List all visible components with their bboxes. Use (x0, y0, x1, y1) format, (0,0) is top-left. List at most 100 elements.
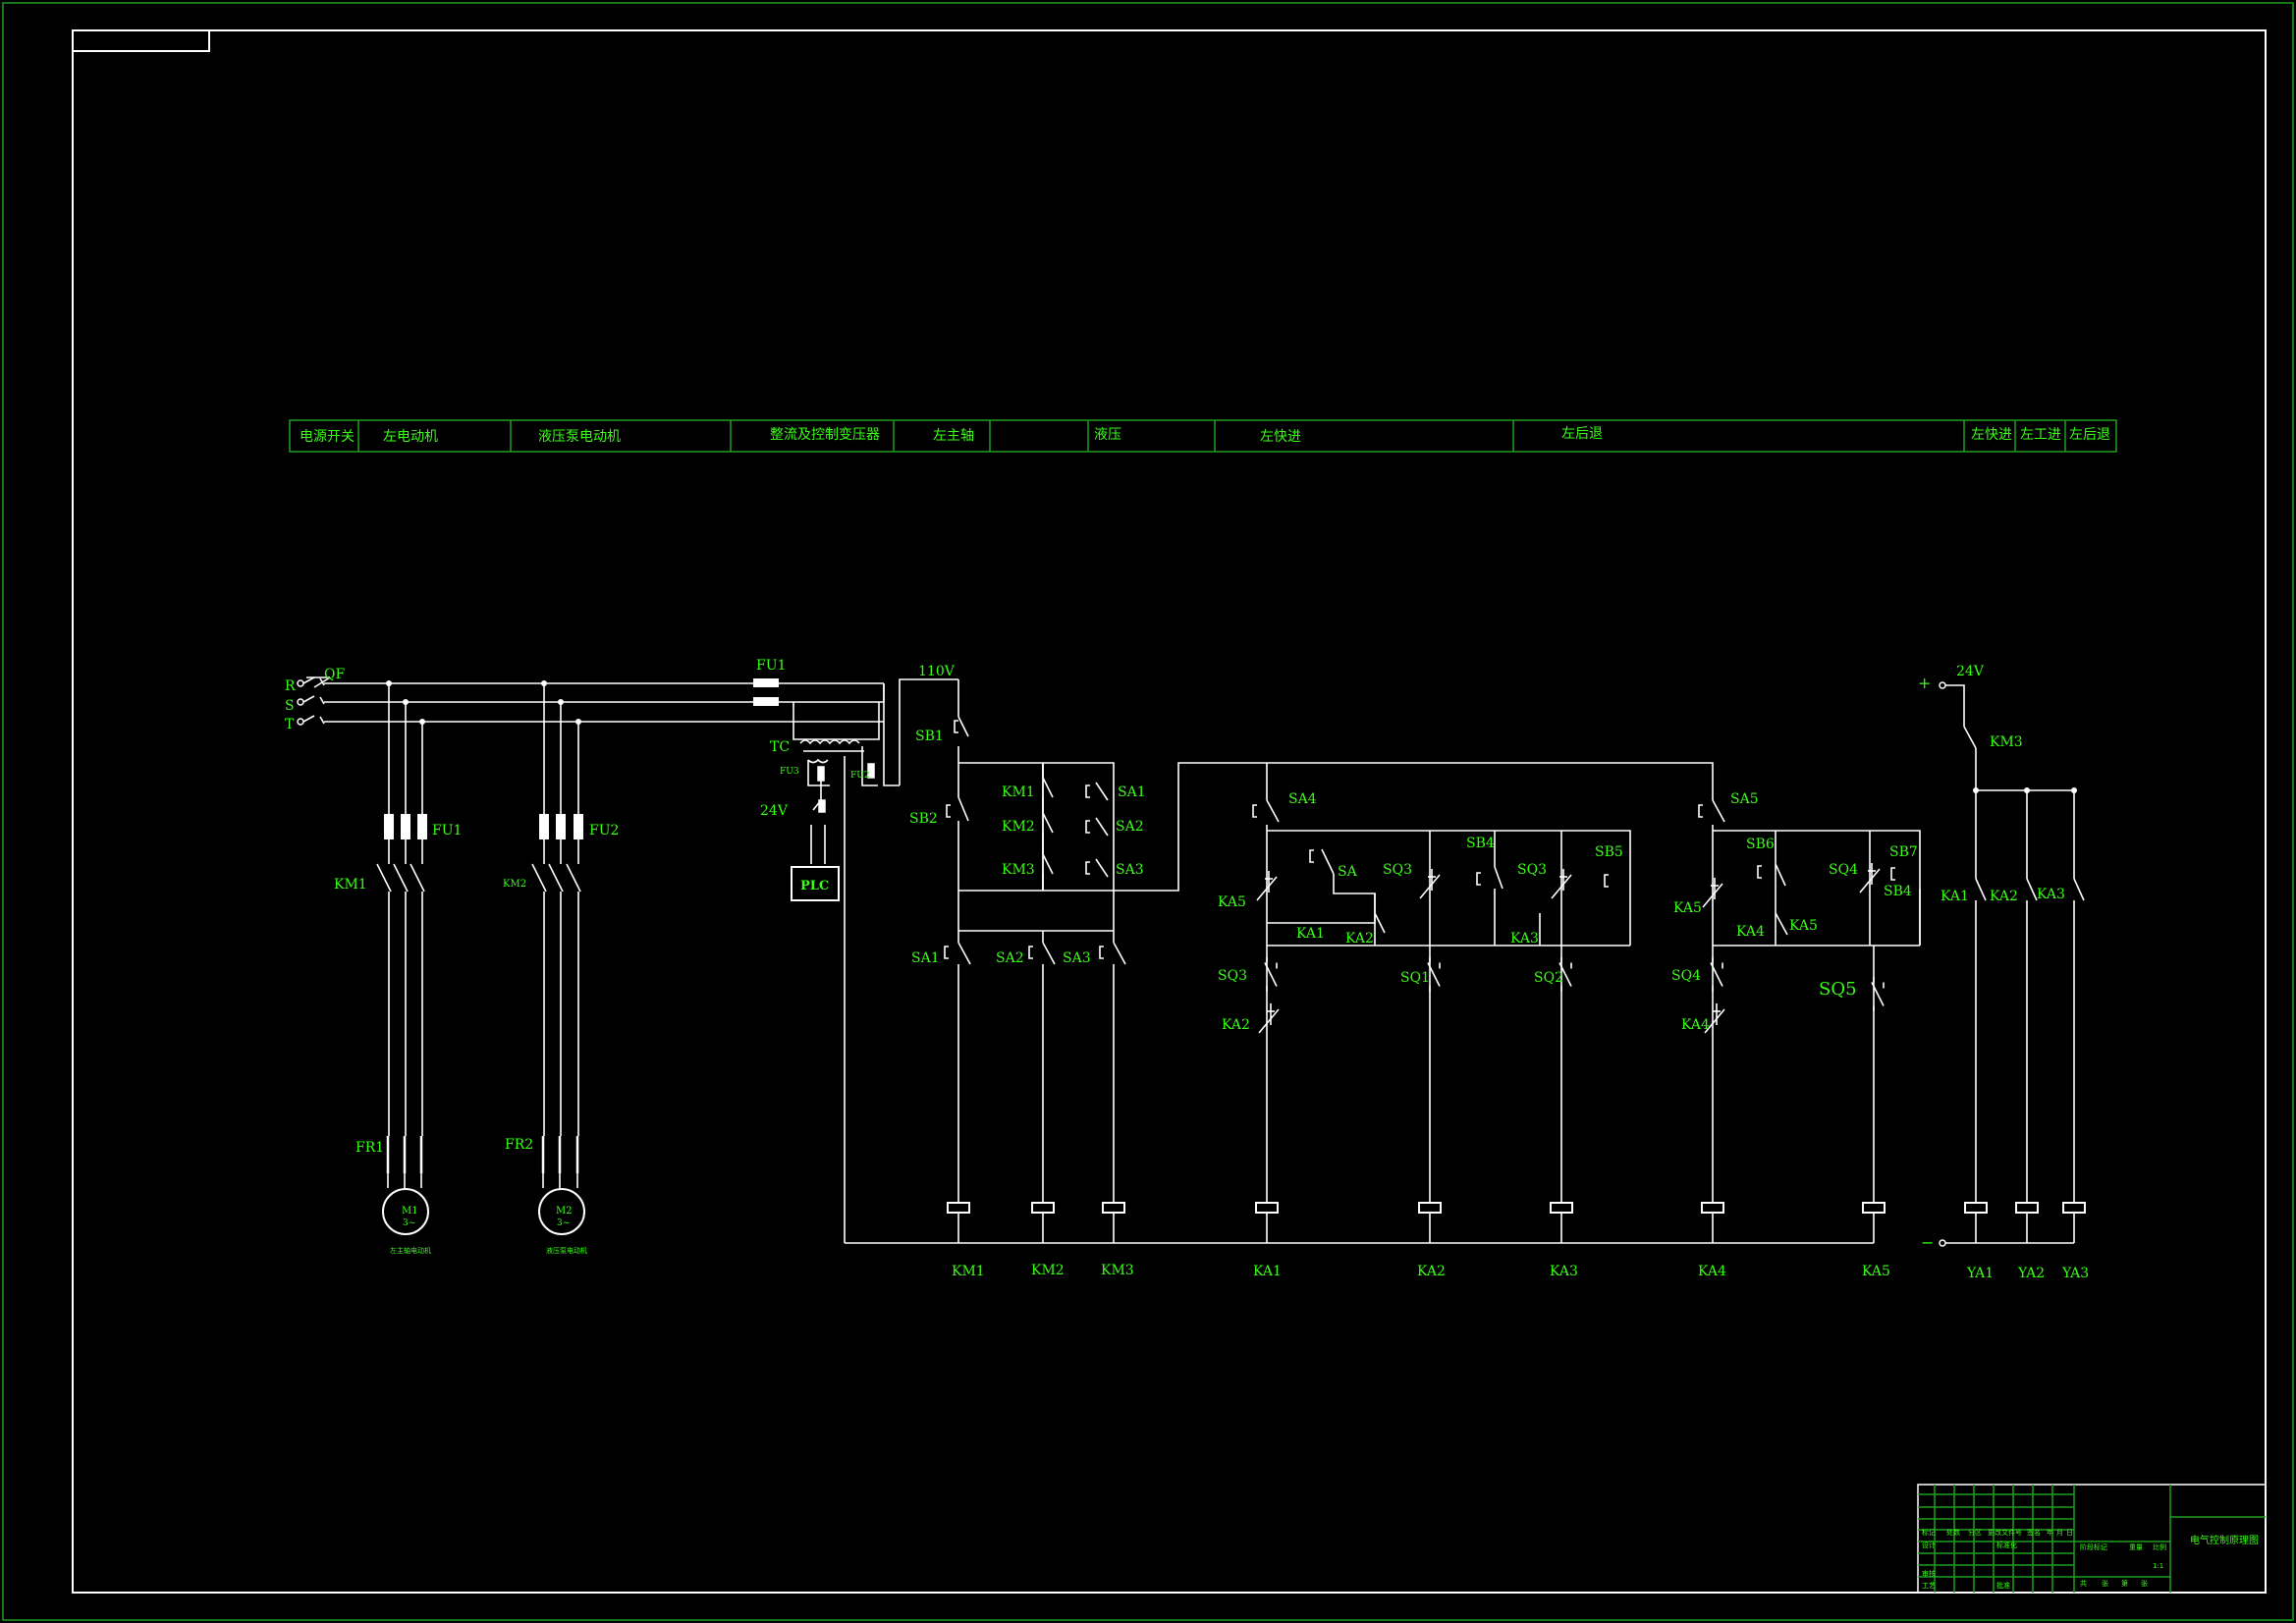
sb4-blade (1494, 866, 1503, 890)
contactor-blade (548, 863, 564, 893)
contactor-blade (531, 863, 547, 893)
sa5-label: SA5 (1730, 791, 1759, 807)
hold-blade-0 (1042, 777, 1054, 798)
phase-t-label: T (285, 717, 295, 732)
tb-col-zone: 分区 (1968, 1528, 1982, 1537)
coil-7 (1862, 1202, 1886, 1214)
coil-ka5-label: KA5 (1862, 1264, 1890, 1279)
sq1-label: SQ1 (1400, 970, 1430, 986)
coil-row (845, 1202, 2086, 1244)
terminal-1 (297, 698, 304, 706)
sa-low-0-actuator (944, 946, 949, 959)
title-block-grid (1918, 1485, 2266, 1593)
top-bus (958, 762, 1714, 892)
sq1-blade (1427, 962, 1441, 987)
breaker-blade-0 (302, 676, 315, 684)
sa3-top-label: SA3 (1116, 862, 1144, 878)
motor-m2-symbol (538, 1188, 585, 1235)
sa2-label: SA2 (996, 950, 1024, 966)
stage-top-bus (1267, 830, 1631, 946)
fu3-body (817, 766, 825, 782)
sb7-actuator (1890, 867, 1895, 881)
tb-ratio: 比例 (2153, 1542, 2166, 1551)
tb-sheet-total: 共 (2080, 1579, 2087, 1588)
fuse-body (556, 814, 566, 839)
breaker-blade-1 (302, 695, 315, 703)
coil-5 (1550, 1202, 1573, 1214)
sq3-lower-label: SQ3 (1218, 968, 1247, 984)
tb-sheet-no: 第 (2121, 1579, 2128, 1588)
ka5-hold-label: KA5 (1789, 918, 1818, 934)
sb7-label: SB7 (1889, 844, 1918, 860)
sq5-label: SQ5 (1819, 979, 1857, 1000)
motor-m2-phase: 3~ (557, 1218, 570, 1228)
ka4-lower-blade (1704, 1008, 1725, 1034)
ka4-hold-blade (1775, 912, 1788, 936)
header-fast-forward-2: 左快进 (1971, 427, 2012, 443)
relay-fr1-label: FR1 (355, 1140, 384, 1156)
coil-4 (1418, 1202, 1442, 1214)
contactor-blade (566, 863, 581, 893)
tb-row-review: 审核 (1922, 1569, 1936, 1578)
sa5-blade (1712, 799, 1725, 823)
coil-ka1-label: KA1 (1253, 1264, 1282, 1279)
sa-low-1-actuator (1028, 946, 1033, 959)
fuse-body (401, 814, 410, 839)
sb1-label: SB1 (915, 729, 944, 744)
fuse-fu1-label: FU1 (432, 823, 462, 839)
fuse-body (384, 814, 394, 839)
tb-drawing-name: 电气控制原理图 (2190, 1534, 2259, 1546)
tb-col-month: 月 (2056, 1529, 2063, 1537)
motor-m1-label: M1 (402, 1206, 418, 1217)
ka4-lower-label: KA4 (1681, 1017, 1710, 1033)
header-fast-forward: 左快进 (1260, 429, 1301, 445)
transformer-label: TC (770, 739, 790, 755)
ka1-sol-label: KA1 (1941, 889, 1969, 904)
fuse-body (417, 814, 427, 839)
coil-ya2-label: YA2 (2017, 1266, 2045, 1281)
dc-plus-terminal (1939, 681, 1946, 689)
sol-blade-1 (2026, 878, 2038, 901)
sq3-upper-blade (1419, 874, 1441, 899)
sq4-lower-blade (1710, 962, 1723, 987)
header-left-motor: 左电动机 (383, 429, 438, 445)
transformer-secondary-coil (807, 758, 829, 764)
ka5-right-label: KA5 (1673, 900, 1702, 916)
sa-top-0-actuator (1085, 784, 1090, 798)
hold-blade-2 (1042, 853, 1054, 875)
tb-sheet-unit2: 张 (2141, 1579, 2148, 1588)
trans-fuse-1 (753, 678, 779, 687)
drawing-frame (72, 29, 2267, 1594)
sq4-lower-label: SQ4 (1671, 968, 1701, 984)
coil-2 (1102, 1202, 1125, 1214)
breaker-latch-2 (319, 716, 325, 725)
control-circuit (944, 679, 1921, 1204)
sb4-label: SB4 (1466, 836, 1495, 851)
sa-top-1-actuator (1085, 820, 1090, 834)
sb4-right-label: SB4 (1884, 884, 1912, 899)
tb-row-mark: 标记 (1922, 1528, 1936, 1537)
sb6-label: SB6 (1746, 837, 1775, 852)
phase-r-label: R (285, 678, 296, 694)
breaker-label: QF (324, 667, 345, 682)
plc-voltage-label: 24V (760, 803, 789, 819)
plc-label: PLC (800, 879, 829, 893)
component-labels: R S T QF FU1 FU2 KM1 KM2 FR1 FR2 M1 3~ 左… (285, 658, 2065, 1255)
coil-9 (2015, 1202, 2039, 1214)
sa-label: SA (1338, 864, 1358, 880)
sa-blade (1321, 848, 1335, 875)
coil-8 (1964, 1202, 1988, 1214)
ka2-lower-blade (1258, 1008, 1280, 1034)
sb1-blade (957, 716, 969, 737)
coil-1 (1031, 1202, 1055, 1214)
supply-bus (899, 678, 958, 785)
transformer-circuit (753, 678, 958, 1243)
sa4-label: SA4 (1288, 791, 1317, 807)
coil-ka3-label: KA3 (1550, 1264, 1578, 1279)
solenoid-circuit (1939, 681, 2085, 1247)
coil-km3-label: KM3 (1101, 1263, 1134, 1278)
sb6-blade (1775, 863, 1786, 887)
sa-blade-2 (1095, 858, 1109, 878)
breaker-blade-2 (302, 715, 315, 723)
